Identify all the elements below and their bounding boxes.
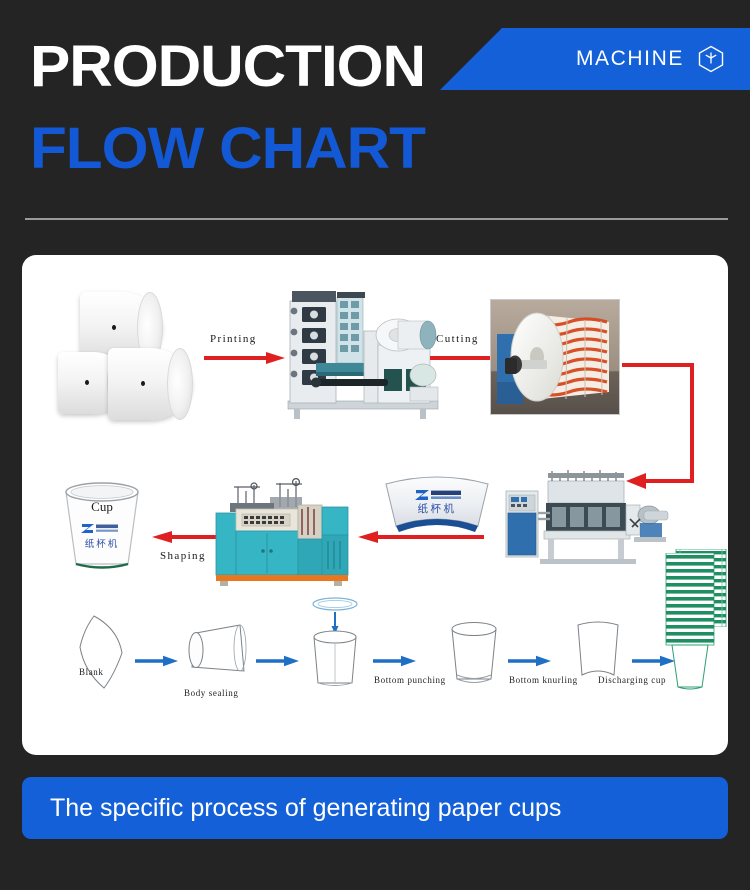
node-printed-roll xyxy=(490,299,620,415)
step-label-cutting: Cutting xyxy=(436,333,479,345)
page-title-line1: PRODUCTION xyxy=(30,34,426,99)
page-header: MACHINE PRODUCTION FLOW CHART xyxy=(0,0,750,230)
machine-badge-banner: MACHINE xyxy=(440,28,750,90)
header-divider xyxy=(25,218,728,220)
node-sketch-body-sealing xyxy=(182,623,250,683)
node-finished-cup: Cup 纸杯机 xyxy=(56,480,148,576)
arrow-printing xyxy=(204,352,285,364)
sketch-label-discharging-cup: Discharging cup xyxy=(598,675,667,685)
footer-caption-text: The specific process of generating paper… xyxy=(50,793,562,822)
cube-icon xyxy=(698,45,724,73)
node-fan-blank: 纸杯机 xyxy=(374,468,500,540)
arrow-sketch-4 xyxy=(508,655,551,667)
step-label-printing: Printing xyxy=(210,333,257,345)
node-punching-machine xyxy=(504,467,672,575)
svg-text:Cup: Cup xyxy=(91,499,113,514)
step-label-shaping: Shaping xyxy=(160,550,206,562)
node-sketch-discharging-cup xyxy=(662,552,724,693)
arrow-sketch-3 xyxy=(373,655,416,667)
arrow-blank-to-forming xyxy=(358,531,484,543)
svg-text:纸杯机: 纸杯机 xyxy=(418,502,457,515)
svg-text:纸杯机: 纸杯机 xyxy=(85,538,120,550)
node-sketch-blank xyxy=(74,613,130,691)
sketch-label-bottom-knurling: Bottom knurling xyxy=(509,675,578,685)
node-sketch-bottom-knurling xyxy=(570,619,626,685)
sketch-label-bottom-punching: Bottom punching xyxy=(374,675,446,685)
node-cup-forming-machine xyxy=(210,477,354,589)
footer-caption-banner: The specific process of generating paper… xyxy=(22,777,728,839)
sketch-label-blank: Blank xyxy=(79,667,104,677)
page-title-line2: FLOW CHART xyxy=(30,116,426,181)
node-paper-rolls xyxy=(52,290,202,425)
arrow-sketch-1 xyxy=(135,655,178,667)
flow-chart-card: Printing xyxy=(22,255,728,755)
node-sketch-bottom-punching xyxy=(446,621,502,687)
node-sketch-bottom-insert xyxy=(304,597,366,689)
arrow-sketch-5 xyxy=(632,655,675,667)
connector-row1-to-row2 xyxy=(622,363,694,489)
machine-badge-label: MACHINE xyxy=(575,47,684,70)
arrow-sketch-2 xyxy=(256,655,299,667)
sketch-label-body-sealing: Body sealing xyxy=(184,688,239,698)
node-printing-machine xyxy=(280,283,446,428)
